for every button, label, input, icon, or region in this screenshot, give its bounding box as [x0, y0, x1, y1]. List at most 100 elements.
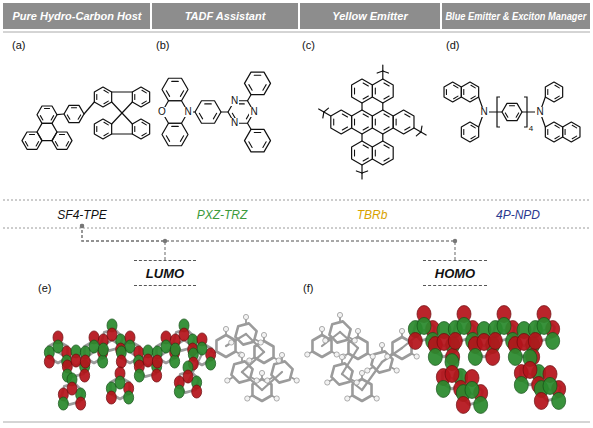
orbital-lobe	[80, 369, 90, 382]
orbital-lobe	[125, 340, 135, 353]
ring	[352, 79, 373, 103]
orbital-lobe	[474, 396, 488, 413]
node-text: PXZ-TRZ	[197, 208, 248, 222]
bond	[51, 116, 54, 120]
hydrogen	[229, 340, 234, 345]
orbital-lobe	[179, 328, 189, 341]
orbital-lobe	[71, 354, 81, 367]
hydrogen	[261, 332, 266, 337]
bond	[96, 126, 97, 131]
ring	[372, 110, 393, 134]
bond	[112, 113, 122, 124]
atom-symbol: N	[249, 107, 258, 117]
bond	[166, 91, 169, 97]
bond	[396, 119, 397, 125]
orbital-lobe	[80, 355, 90, 368]
hydrogen	[325, 380, 330, 385]
bond	[104, 122, 108, 125]
bond	[323, 112, 324, 118]
bond	[246, 334, 264, 352]
bond	[384, 83, 389, 86]
hydrogen	[354, 380, 359, 385]
header-cell: Blue Emitter & Exciton Manager	[442, 4, 589, 28]
molecule-sf4-tpe	[22, 87, 150, 149]
hydrogen	[319, 326, 324, 331]
bond	[59, 134, 64, 135]
bond	[509, 105, 514, 106]
panel-letter: (d)	[446, 39, 459, 51]
hydrogen	[258, 340, 263, 345]
orbital-lobe	[58, 397, 68, 410]
bond	[226, 334, 246, 346]
panel-letter: (b)	[156, 39, 169, 51]
bond	[248, 95, 252, 101]
bond	[555, 96, 559, 99]
orbital-lobe	[457, 317, 471, 334]
header-divider	[440, 3, 442, 29]
bond	[565, 129, 566, 134]
bond	[340, 332, 358, 348]
orbital-lobe	[76, 397, 86, 410]
hydrogen	[323, 338, 328, 343]
bond	[362, 362, 382, 390]
bond	[142, 122, 146, 125]
bond	[363, 127, 368, 130]
orbital-lobe	[448, 332, 462, 349]
bond	[375, 88, 376, 94]
lumo-picture	[44, 314, 299, 410]
bond	[67, 115, 70, 119]
bond	[384, 96, 389, 99]
bond	[384, 114, 389, 117]
ring	[195, 101, 221, 124]
orbital-lobe	[183, 370, 193, 383]
node-text: HOMO	[435, 266, 475, 281]
orbital-lobe	[170, 355, 180, 368]
bond	[414, 128, 421, 132]
molecule-4p-npd	[444, 82, 580, 142]
node-text: Pure Hydro-Carbon Host	[13, 10, 142, 22]
bond	[104, 101, 108, 104]
orbital-lobe	[116, 355, 126, 368]
bond	[377, 71, 383, 73]
bond	[25, 142, 28, 146]
bond	[505, 113, 508, 117]
ring	[444, 82, 461, 102]
bracket	[497, 97, 500, 127]
hydrogen	[365, 368, 370, 373]
atom-symbol: N	[479, 107, 488, 117]
bond	[242, 352, 264, 372]
orbital-lobe	[508, 348, 522, 365]
node-text: Blue Emitter & Exciton Manager	[445, 11, 586, 22]
orbital-label: HOMO	[423, 260, 487, 286]
hydrogen	[265, 378, 270, 383]
bond	[78, 115, 81, 119]
ring	[461, 82, 478, 102]
orbital-label: LUMO	[134, 260, 196, 286]
bond	[362, 171, 368, 173]
bond	[319, 109, 324, 112]
hydrogen	[337, 312, 342, 317]
orbital-lobe	[488, 332, 502, 349]
bracket-connector	[82, 225, 455, 260]
hydrogen	[247, 358, 252, 363]
bond	[471, 96, 475, 99]
hydrogen	[259, 370, 264, 375]
atom-symbol: N	[230, 118, 239, 128]
hydrogen	[245, 396, 250, 401]
orbital-lobe	[107, 328, 117, 341]
atom-symbol: N	[230, 96, 239, 106]
bond	[134, 94, 135, 99]
orbital-lobe	[106, 391, 116, 404]
orbital-lobe	[98, 343, 108, 356]
header-cell: TADF Assistant	[152, 4, 298, 28]
ring	[331, 110, 352, 134]
hydrogen	[394, 368, 399, 373]
hydrogen	[294, 378, 299, 383]
junction-dot	[453, 239, 457, 243]
orbital-lobe	[456, 396, 470, 413]
bond	[375, 119, 376, 125]
orbital-lobe	[552, 392, 566, 409]
hydrogen	[223, 326, 228, 331]
ring	[22, 132, 42, 149]
bond	[172, 81, 179, 82]
